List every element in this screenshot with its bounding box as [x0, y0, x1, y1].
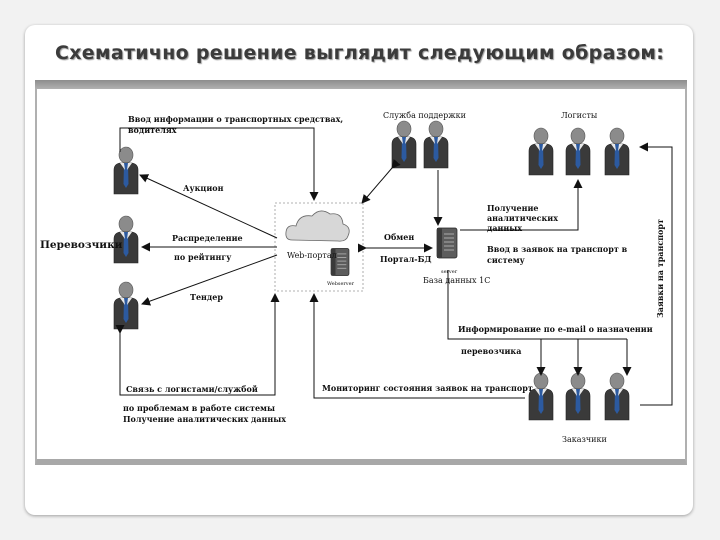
- customers-label: Заказчики: [562, 435, 607, 444]
- distribution-label: Распределение: [172, 233, 243, 243]
- vehicle-info-label-2: водителях: [128, 125, 177, 135]
- exchange-label: Обмен: [384, 232, 414, 242]
- monitoring-label: Мониторинг состояния заявок на транспорт: [322, 383, 533, 393]
- email-label-2: перевозчика: [461, 346, 521, 356]
- database-label: База данных 1С: [423, 276, 490, 285]
- slide-title: Схематично решение выглядит следующим об…: [55, 42, 665, 64]
- auction-arrow: [139, 174, 278, 239]
- cloud-icon: [285, 210, 350, 242]
- transport-requests-label: Заявки на транспорт: [655, 219, 665, 318]
- auction-label: Аукцион: [183, 183, 224, 193]
- carrier-person-icon: [113, 281, 139, 330]
- customer-person-icon: [528, 372, 554, 421]
- customer-person-icon: [565, 372, 591, 421]
- transport-requests-arrow: [639, 142, 673, 406]
- analytics-arrow: [460, 179, 583, 231]
- contact-label: Связь с логистами/службой: [126, 384, 258, 394]
- webserver-caption: Webserver: [327, 281, 355, 287]
- email-notify-line: [447, 270, 627, 340]
- input-orders-label: Ввод в заявок на транспорт в: [487, 244, 628, 254]
- carrier-person-icon: [113, 146, 139, 195]
- customer-person-icon: [604, 372, 630, 421]
- logisticians-label: Логисты: [561, 111, 598, 120]
- header-bar: [35, 80, 687, 90]
- input-orders-label-2: систему: [487, 255, 526, 265]
- monitoring-arrow: [309, 293, 525, 399]
- contact-arrow: [115, 293, 280, 396]
- carriers-label: Перевозчики: [40, 239, 123, 251]
- logistician-person-icon: [528, 127, 554, 176]
- contact-label-3: Получение аналитических данных: [123, 414, 286, 424]
- portal-label: Web-портал: [287, 251, 337, 260]
- tender-label: Тендер: [190, 292, 223, 302]
- vehicle-info-label: Ввод информации о транспортных средствах…: [128, 114, 343, 124]
- support-person-icon: [391, 120, 417, 169]
- vehicle-info-arrow: [119, 127, 319, 201]
- database-server-icon: [436, 227, 458, 259]
- database-server-caption: server: [441, 269, 458, 275]
- logistician-person-icon: [565, 127, 591, 176]
- analytics-label-3: данных: [487, 223, 522, 233]
- distribution-label-2: по рейтингу: [174, 252, 232, 262]
- email-label: Информирование по e-mail о назначении: [458, 324, 653, 334]
- support-label: Служба поддержки: [383, 111, 466, 120]
- analytics-label: Получение: [487, 203, 538, 213]
- contact-label-2: по проблемам в работе системы: [123, 403, 275, 413]
- exchange-label-2: Портал-БД: [380, 254, 432, 264]
- analytics-label-2: аналитических: [487, 213, 558, 223]
- support-person-icon: [423, 120, 449, 169]
- logistician-person-icon: [604, 127, 630, 176]
- support-portal-arrow: [361, 158, 401, 204]
